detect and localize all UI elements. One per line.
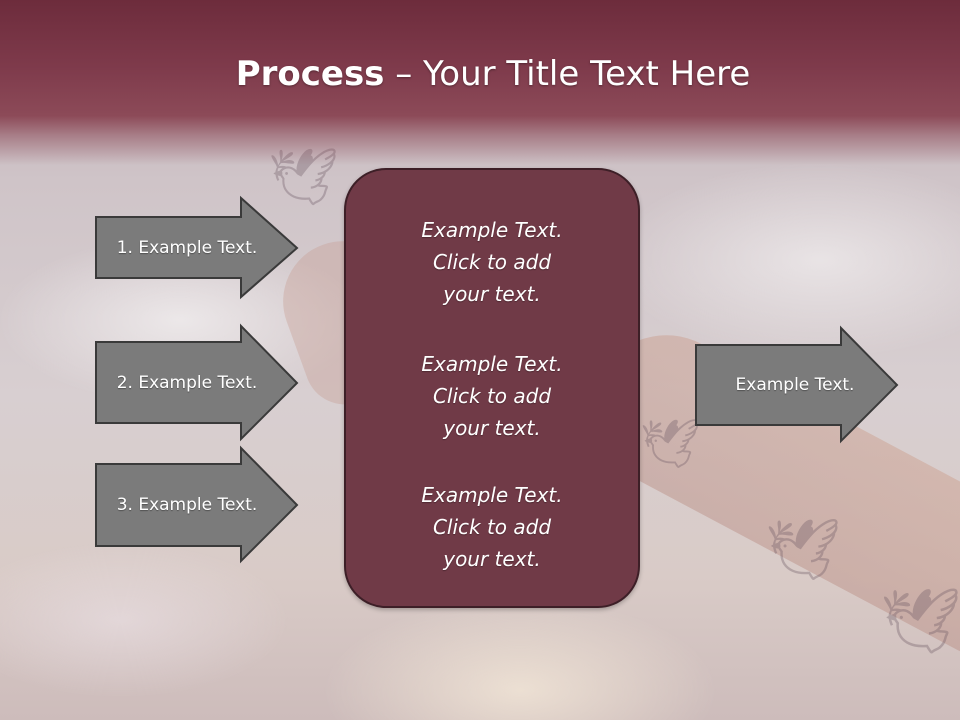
arrow-label: 3. Example Text. bbox=[116, 495, 258, 515]
center-text-block-1: Example Text. Click to add your text. bbox=[346, 214, 638, 310]
block-line: your text. bbox=[443, 547, 541, 571]
arrow-label: 1. Example Text. bbox=[116, 238, 258, 258]
arrow-shape bbox=[695, 325, 899, 444]
center-process-box[interactable]: Example Text. Click to add your text. Ex… bbox=[344, 168, 640, 608]
block-line: your text. bbox=[443, 416, 541, 440]
arrow-label: 2. Example Text. bbox=[116, 373, 258, 393]
input-arrow-1[interactable]: 1. Example Text. bbox=[95, 195, 299, 300]
input-arrow-2[interactable]: 2. Example Text. bbox=[95, 323, 299, 442]
output-arrow[interactable]: Example Text. bbox=[695, 325, 899, 444]
title-bold-part: Process bbox=[235, 54, 385, 94]
dove-icon: 🕊 bbox=[880, 585, 960, 659]
center-text-block-3: Example Text. Click to add your text. bbox=[346, 479, 638, 575]
block-line: Click to add bbox=[432, 515, 552, 539]
dove-icon: 🕊 bbox=[765, 515, 842, 585]
dove-icon: 🕊 bbox=[640, 416, 701, 472]
block-line: Click to add bbox=[432, 384, 552, 408]
block-line: your text. bbox=[443, 282, 541, 306]
block-line: Example Text. bbox=[421, 352, 563, 376]
title-banner bbox=[0, 0, 960, 165]
arrow-shape bbox=[95, 323, 299, 442]
slide-title[interactable]: Process – Your Title Text Here bbox=[0, 52, 960, 96]
block-line: Example Text. bbox=[421, 218, 563, 242]
title-rest-part: – Your Title Text Here bbox=[384, 54, 751, 94]
arrow-label: Example Text. bbox=[735, 375, 855, 395]
block-line: Click to add bbox=[432, 250, 552, 274]
center-text-block-2: Example Text. Click to add your text. bbox=[346, 348, 638, 444]
arrow-shape bbox=[95, 445, 299, 564]
input-arrow-3[interactable]: 3. Example Text. bbox=[95, 445, 299, 564]
arrow-shape bbox=[95, 195, 299, 300]
block-line: Example Text. bbox=[421, 483, 563, 507]
